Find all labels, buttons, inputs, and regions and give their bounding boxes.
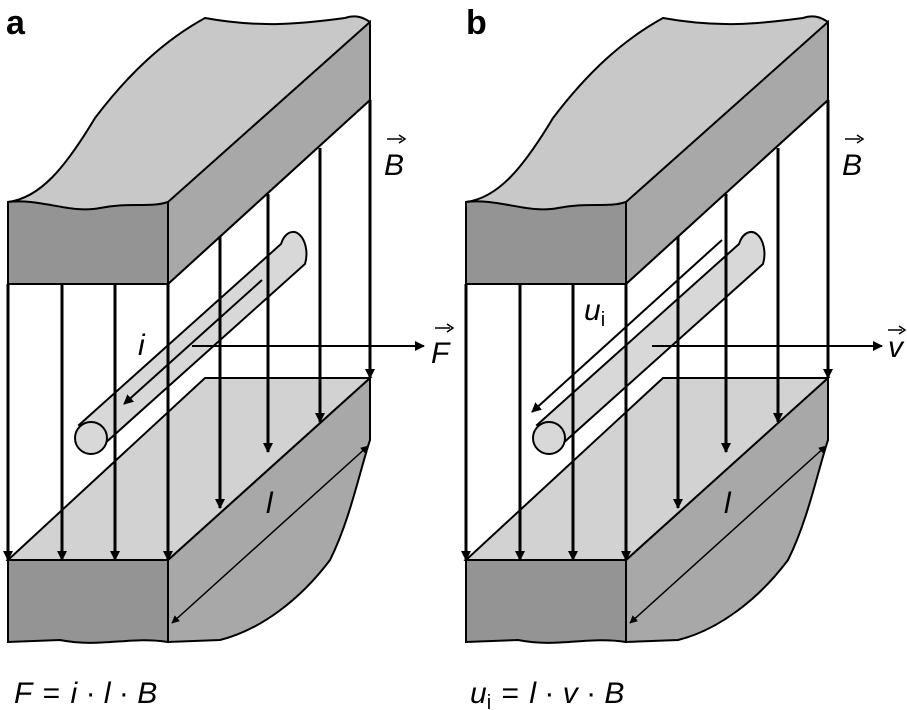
panel-b-upper-pole — [465, 15, 829, 287]
panel-b-velocity-label: v — [888, 331, 905, 364]
panel-a-upper-pole — [7, 15, 371, 287]
panel-a-current-arrow — [123, 279, 263, 405]
panel-a-field-label: B — [384, 149, 404, 182]
panel-b-field-lines — [461, 100, 833, 561]
panel-b-voltage-label: ui — [584, 294, 605, 331]
panel-a-conductor-rod — [74, 230, 308, 455]
panel-a-length-label: l — [266, 487, 274, 520]
panel-a-current-label: i — [138, 329, 146, 362]
panel-b-field-vector-icon — [845, 134, 865, 144]
panel-a-force-label: F — [431, 337, 451, 370]
panel-a: a — [3, 4, 455, 710]
panel-b-field-label: B — [842, 149, 862, 182]
panel-b-length-label: l — [724, 487, 732, 520]
panel-a-formula: F = i · l · B — [14, 677, 157, 710]
panel-a-field-vector-icon — [387, 134, 407, 144]
panel-b-letter: b — [466, 4, 487, 42]
panel-b: b — [461, 4, 907, 710]
panel-a-force-vector-icon — [435, 323, 455, 333]
panel-a-length-dimension — [171, 445, 369, 624]
panel-b-length-dimension — [629, 445, 827, 624]
panel-b-velocity-vector-icon — [888, 325, 907, 335]
panel-b-formula: ui = l · v · B — [470, 677, 624, 710]
panel-a-letter: a — [6, 4, 26, 42]
